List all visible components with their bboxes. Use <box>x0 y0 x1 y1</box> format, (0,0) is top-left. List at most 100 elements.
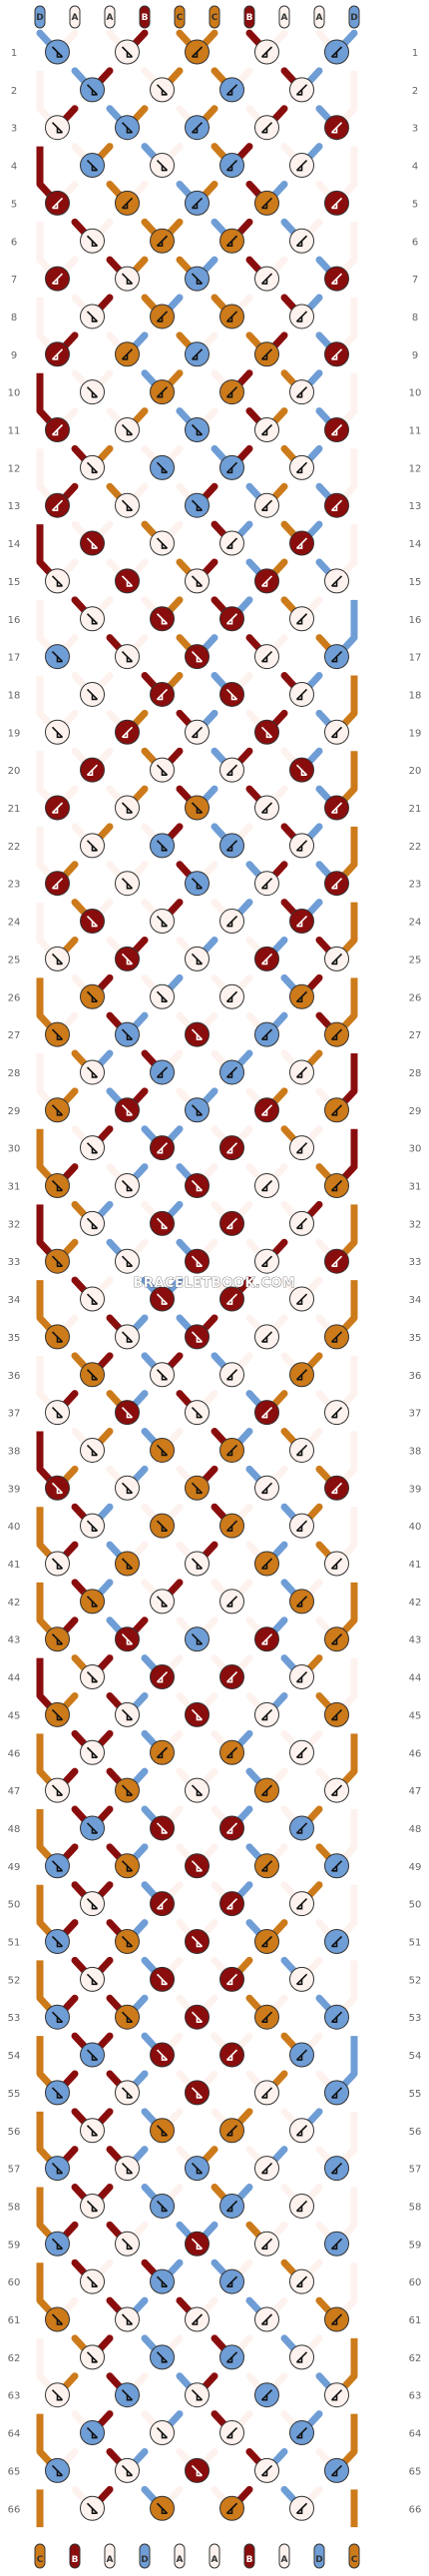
knot-arrow-icon <box>296 1071 303 1078</box>
row-number-left: 53 <box>8 2013 21 2024</box>
row-number-right: 48 <box>409 1824 422 1835</box>
row-number-right: 57 <box>409 2165 422 2176</box>
knot-arrow-icon <box>161 89 168 96</box>
row-number-right: 5 <box>412 199 418 210</box>
knot-arrow-icon <box>91 1827 98 1834</box>
knot-arrow-icon <box>192 732 199 739</box>
knot-arrow-icon <box>196 1865 203 1872</box>
knot-arrow-icon <box>161 2055 168 2061</box>
knot-arrow-icon <box>91 1147 98 1154</box>
knot-arrow-icon <box>157 1903 164 1910</box>
knot-arrow-icon <box>226 1299 233 1305</box>
row-number-right: 49 <box>409 1862 422 1873</box>
knot-arrow-icon <box>261 883 268 890</box>
knot-arrow-icon <box>91 1752 98 1759</box>
knot-arrow-icon <box>56 580 63 587</box>
row-number-right: 1 <box>412 48 418 59</box>
row-number-right: 11 <box>409 426 422 437</box>
knot-arrow-icon <box>296 2432 303 2439</box>
knot-arrow-icon <box>161 543 168 549</box>
knot-arrow-icon <box>56 127 63 134</box>
row-number-left: 42 <box>8 1598 21 1609</box>
knot-arrow-icon <box>296 165 303 172</box>
knot-arrow-icon <box>192 52 199 58</box>
knot-arrow-icon <box>226 1601 233 1608</box>
knot-arrow-icon <box>91 618 98 625</box>
row-number-right: 56 <box>409 2127 422 2138</box>
row-number-left: 62 <box>8 2353 21 2364</box>
knot-arrow-icon <box>196 505 203 511</box>
knot-arrow-icon <box>226 1374 233 1381</box>
row-number-right: 7 <box>412 275 418 286</box>
row-number-right: 44 <box>409 1673 422 1684</box>
knot-arrow-icon <box>91 2055 98 2061</box>
knot-arrow-icon <box>261 1261 268 1267</box>
knot-arrow-icon <box>226 2432 233 2439</box>
knot-arrow-icon <box>261 429 268 436</box>
row-number-right: 34 <box>409 1295 422 1306</box>
knot-arrow-icon <box>126 580 133 587</box>
knot-arrow-icon <box>226 2281 233 2287</box>
row-number-right: 64 <box>409 2429 422 2440</box>
knot-arrow-icon <box>126 2394 133 2401</box>
strand-letter: A <box>281 2555 288 2565</box>
knot-arrow-icon <box>331 1865 338 1872</box>
knot-arrow-icon <box>161 845 168 852</box>
knot-arrow-icon <box>226 241 233 248</box>
row-number-left: 54 <box>8 2051 21 2062</box>
knot-arrow-icon <box>296 921 303 928</box>
knot-arrow-icon <box>126 1790 133 1796</box>
row-number-left: 13 <box>8 501 21 512</box>
row-number-right: 54 <box>409 2051 422 2062</box>
knot-arrow-icon <box>296 543 303 549</box>
strand-tab <box>104 5 116 29</box>
knot-arrow-icon <box>56 1564 63 1570</box>
knot-arrow-icon <box>52 505 59 511</box>
knot-arrow-icon <box>196 1412 203 1419</box>
row-number-left: 33 <box>8 1257 21 1268</box>
knot-arrow-icon <box>52 279 59 285</box>
knot-arrow-icon <box>56 1336 63 1343</box>
knot-arrow-icon <box>126 2168 133 2175</box>
row-number-right: 52 <box>409 1975 422 1986</box>
row-number-left: 47 <box>8 1786 21 1797</box>
knot-arrow-icon <box>161 2130 168 2137</box>
knot-arrow-icon <box>261 1865 268 1872</box>
knot-arrow-icon <box>331 580 338 587</box>
knot-arrow-icon <box>331 203 338 210</box>
knot-arrow-icon <box>157 1752 164 1759</box>
knot-arrow-icon <box>157 694 164 701</box>
knot-arrow-icon <box>331 1034 338 1040</box>
row-number-left: 29 <box>8 1106 21 1117</box>
knot-arrow-icon <box>296 2055 303 2061</box>
knot-arrow-icon <box>126 1185 133 1192</box>
row-number-right: 59 <box>409 2240 422 2251</box>
row-number-left: 64 <box>8 2429 21 2440</box>
strand-tab <box>209 2543 220 2569</box>
knot-arrow-icon <box>261 1714 268 1721</box>
knot-arrow-icon <box>52 353 59 360</box>
knot-arrow-icon <box>331 1790 338 1796</box>
knot-arrow-icon <box>91 1299 98 1305</box>
knot-arrow-icon <box>226 1827 233 1834</box>
row-number-right: 42 <box>409 1598 422 1609</box>
row-number-right: 2 <box>412 86 418 97</box>
knot-arrow-icon <box>261 1336 268 1343</box>
knot-arrow-icon <box>161 1299 168 1305</box>
knot-arrow-icon <box>261 1638 268 1645</box>
knot-arrow-icon <box>126 279 133 285</box>
knot-arrow-icon <box>56 1941 63 1948</box>
row-number-right: 21 <box>409 804 422 815</box>
knot-arrow-icon <box>196 1638 203 1645</box>
row-number-left: 22 <box>8 842 21 853</box>
strand-tab <box>348 2543 360 2569</box>
knot-arrow-icon <box>91 1450 98 1457</box>
knot-arrow-icon <box>296 618 303 625</box>
knot-arrow-icon <box>91 845 98 852</box>
knot-arrow-icon <box>331 2319 338 2325</box>
strand-tab <box>243 2543 255 2569</box>
knot-arrow-icon <box>91 1071 98 1078</box>
strand-tab <box>139 2543 151 2569</box>
knot-arrow-icon <box>126 1261 133 1267</box>
row-number-right: 50 <box>409 1900 422 1911</box>
